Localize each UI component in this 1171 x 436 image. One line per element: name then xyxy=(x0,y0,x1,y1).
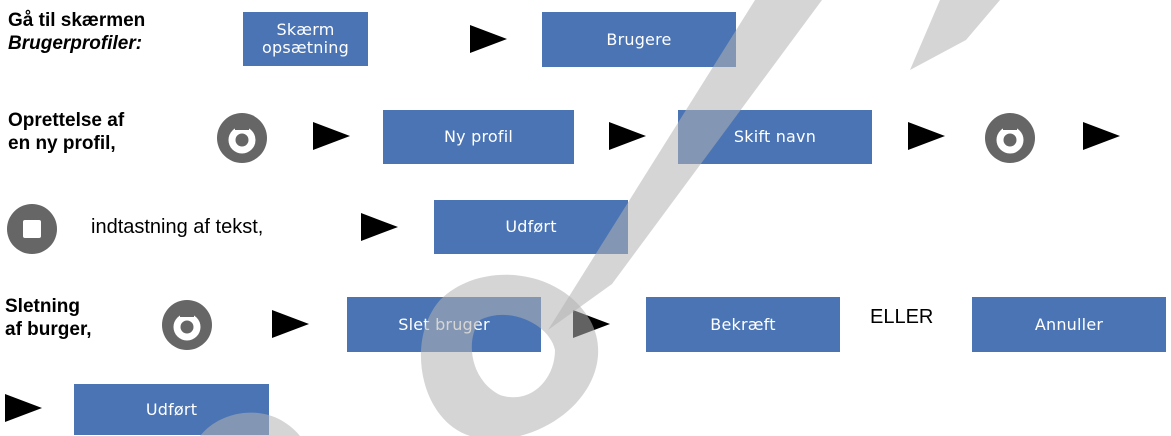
create-label-line1: Oprettelse af xyxy=(8,110,125,131)
rotate-knob-icon xyxy=(217,113,267,163)
arrow-right-icon xyxy=(1083,122,1120,150)
rename-button[interactable]: Skift navn xyxy=(678,110,872,164)
screen-setup-button[interactable]: Skærm opsætning xyxy=(243,12,368,66)
or-text: ELLER xyxy=(870,306,934,328)
rotate-knob-icon xyxy=(985,113,1035,163)
done-button[interactable]: Udført xyxy=(434,200,628,254)
arrow-right-icon xyxy=(573,310,610,338)
arrow-right-icon xyxy=(272,310,309,338)
delete-label: Sletning af burger, xyxy=(5,295,92,341)
goto-label: Gå til skærmen Brugerprofiler: xyxy=(8,9,145,55)
delete-label-line2: af burger, xyxy=(5,319,92,340)
rotate-knob-icon xyxy=(162,300,212,350)
arrow-right-icon xyxy=(313,122,350,150)
delete-label-line1: Sletning xyxy=(5,296,80,317)
arrow-right-icon xyxy=(5,394,42,422)
done-button-final[interactable]: Udført xyxy=(74,384,269,435)
text-entry-label: indtastning af tekst, xyxy=(91,216,264,238)
arrow-right-icon xyxy=(361,213,398,241)
goto-label-line2: Brugerprofiler: xyxy=(8,33,143,54)
users-button[interactable]: Brugere xyxy=(542,12,736,67)
create-label-line2: en ny profil, xyxy=(8,133,116,154)
confirm-button[interactable]: Bekræft xyxy=(646,297,840,352)
goto-label-line1: Gå til skærmen xyxy=(8,10,146,31)
create-label: Oprettelse af en ny profil, xyxy=(8,109,124,155)
arrow-right-icon xyxy=(470,25,507,53)
arrow-right-icon xyxy=(908,122,945,150)
cancel-button[interactable]: Annuller xyxy=(972,297,1166,352)
delete-user-button[interactable]: Slet bruger xyxy=(347,297,541,352)
arrow-right-icon xyxy=(609,122,646,150)
stop-button-icon xyxy=(7,204,57,254)
new-profile-button[interactable]: Ny profil xyxy=(383,110,574,164)
